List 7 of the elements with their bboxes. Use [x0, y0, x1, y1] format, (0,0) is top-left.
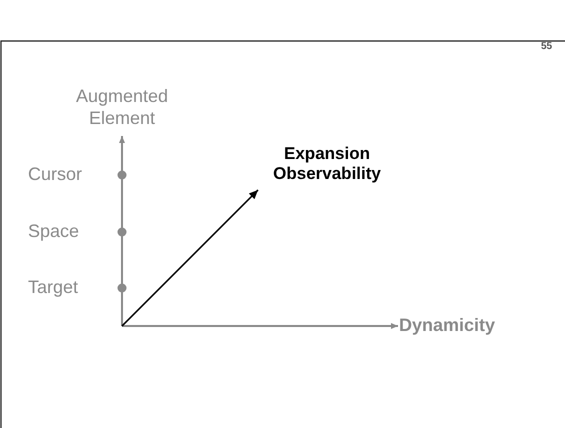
axis-title: Augmented Element — [74, 86, 170, 130]
axis-tick-label: Cursor — [28, 164, 82, 186]
axis-tick-label: Space — [28, 221, 80, 243]
axis-title: Dynamicity — [399, 315, 496, 337]
axis-tick-label: Target — [28, 277, 78, 299]
axis-title: Expansion Observability — [272, 144, 382, 185]
page-number: 55 — [541, 41, 552, 53]
